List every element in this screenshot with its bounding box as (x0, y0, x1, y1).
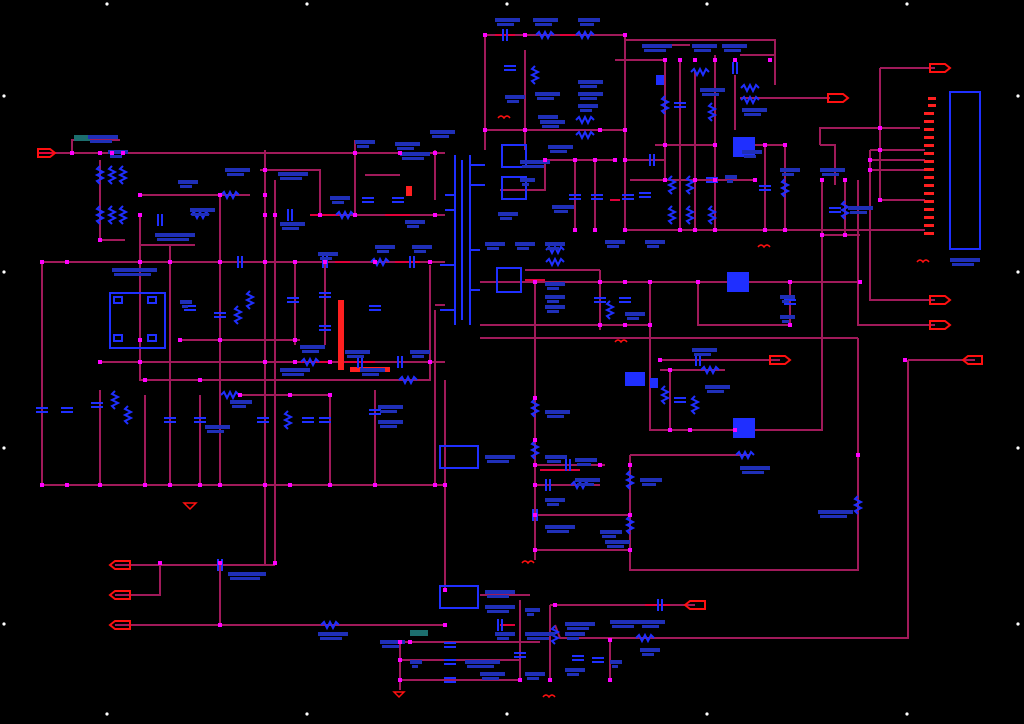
ports (37, 63, 983, 630)
wires (41, 34, 975, 690)
transformer (440, 155, 485, 325)
component-labels (88, 18, 980, 680)
connector-block (924, 91, 981, 250)
ground-symbols (182, 115, 930, 699)
passive-components (36, 29, 864, 683)
junctions (40, 33, 907, 682)
ic-controller (109, 292, 166, 349)
teal-components (74, 135, 428, 636)
ic-mosfets (496, 144, 527, 293)
ic-optocouplers (439, 445, 479, 609)
highlight-wires (38, 34, 670, 626)
